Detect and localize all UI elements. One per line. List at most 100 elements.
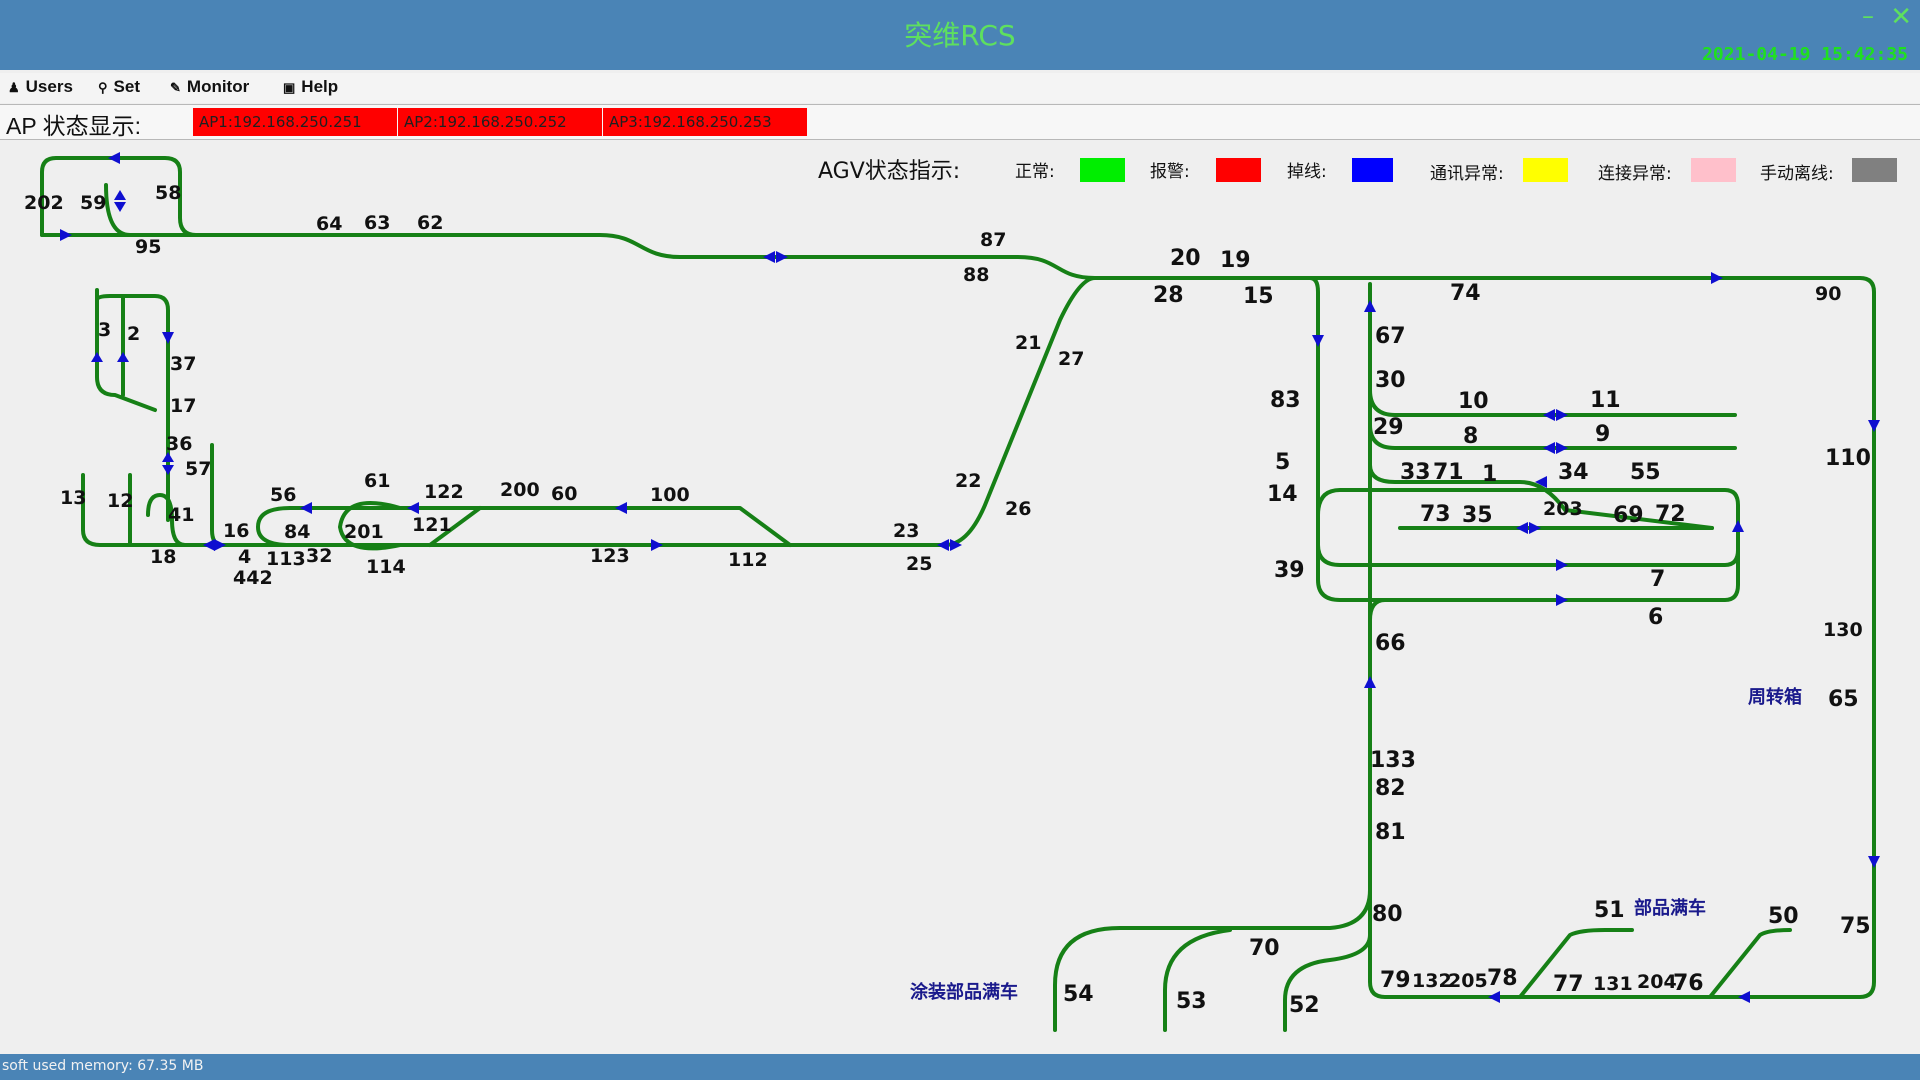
node-label: 4: [238, 546, 251, 568]
node-label: 10: [1458, 389, 1489, 414]
node-label: 123: [590, 545, 630, 567]
menu-set[interactable]: ⚲Set: [98, 77, 140, 97]
node-label: 55: [1630, 460, 1661, 485]
memory-usage: soft used memory: 67.35 MB: [2, 1058, 204, 1074]
node-label: 112: [728, 549, 768, 571]
node-label: 26: [1005, 498, 1031, 520]
node-label: 83: [1270, 388, 1301, 413]
legend-conn-label: 连接异常:: [1598, 164, 1672, 184]
node-label: 81: [1375, 820, 1406, 845]
legend-manual-label: 手动离线:: [1760, 164, 1834, 184]
node-label: 66: [1375, 631, 1406, 656]
node-label: 131: [1593, 973, 1633, 995]
legend-manual-swatch: [1852, 158, 1897, 182]
node-label: 69: [1613, 503, 1644, 528]
ap-status-label: AP 状态显示:: [6, 113, 142, 139]
menu-users-label: Users: [25, 77, 73, 96]
node-label: 28: [1153, 283, 1184, 308]
node-label: 17: [170, 395, 196, 417]
direction-arrows: [60, 152, 1880, 1003]
legend-title: AGV状态指示:: [818, 159, 960, 184]
ap-status-bar: AP 状态显示: AP1:192.168.250.251 AP2:192.168…: [0, 104, 1920, 140]
node-label: 72: [1655, 502, 1686, 527]
area-labels: 涂装部品满车 部品满车 周转箱: [910, 686, 1802, 1003]
title-bar: 突维RCS – ✕ 2021-04-19 15:42:35: [0, 0, 1920, 70]
menu-help[interactable]: ▣Help: [283, 77, 338, 97]
node-label: 64: [316, 213, 342, 235]
node-label: 82: [1375, 776, 1406, 801]
legend-comm-label: 通讯异常:: [1430, 164, 1504, 184]
minimize-button[interactable]: –: [1862, 2, 1874, 30]
node-label: 12: [107, 490, 133, 512]
node-label: 59: [80, 192, 106, 214]
node-label: 203: [1543, 498, 1583, 520]
node-label: 133: [1370, 748, 1416, 773]
node-labels: 202 59 58 95 64 63 62 87 88 20 19 28 15 …: [24, 182, 1871, 1018]
node-label: 22: [955, 470, 981, 492]
node-label: 74: [1450, 281, 1481, 306]
track-map: AGV状态指示: 正常: 报警: 掉线: 通讯异常: 连接异常: 手动离线:: [24, 152, 1897, 1032]
node-label: 100: [650, 484, 690, 506]
node-label: 205: [1448, 970, 1488, 992]
node-label: 65: [1828, 687, 1859, 712]
node-label: 19: [1220, 248, 1251, 273]
user-icon: ♟: [8, 80, 20, 95]
wrench-icon: ✎: [170, 80, 181, 95]
node-label: 73: [1420, 502, 1451, 527]
node-label: 95: [135, 236, 161, 258]
node-label: 200: [500, 479, 540, 501]
node-label: 50: [1768, 904, 1799, 929]
area-parts-full: 部品满车: [1634, 897, 1706, 919]
node-label: 25: [906, 553, 932, 575]
node-label: 37: [170, 353, 196, 375]
node-label: 18: [150, 546, 176, 568]
menu-help-label: Help: [301, 77, 339, 96]
node-label: 62: [417, 212, 443, 234]
menu-monitor[interactable]: ✎ Monitor: [170, 77, 249, 97]
menu-monitor-label: Monitor: [186, 77, 250, 96]
node-label: 78: [1487, 966, 1518, 991]
menu-users[interactable]: ♟ Users: [8, 77, 73, 97]
area-painting-full: 涂装部品满车: [910, 981, 1018, 1003]
node-label: 3: [98, 319, 111, 341]
node-label: 9: [1595, 422, 1610, 447]
node-label: 35: [1462, 503, 1493, 528]
ap2-status: AP2:192.168.250.252: [398, 108, 602, 136]
node-label: 87: [980, 229, 1006, 251]
node-label: 67: [1375, 324, 1406, 349]
node-label: 60: [551, 483, 577, 505]
node-label: 52: [1289, 993, 1320, 1018]
node-label: 113: [266, 548, 306, 570]
node-label: 70: [1249, 936, 1280, 961]
legend-normal-label: 正常:: [1015, 162, 1055, 182]
node-label: 13: [60, 487, 86, 509]
node-label: 76: [1673, 971, 1704, 996]
node-label: 30: [1375, 368, 1406, 393]
track-lines: [40, 156, 1876, 1032]
node-label: 34: [1558, 460, 1589, 485]
node-label: 75: [1840, 914, 1871, 939]
legend-comm-swatch: [1523, 158, 1568, 182]
legend-conn-swatch: [1691, 158, 1736, 182]
node-label: 204: [1637, 971, 1677, 993]
node-label: 57: [185, 458, 211, 480]
node-label: 88: [963, 264, 989, 286]
node-label: 58: [155, 182, 181, 204]
ap3-status: AP3:192.168.250.253: [603, 108, 807, 136]
node-label: 71: [1433, 460, 1464, 485]
node-label: 63: [364, 212, 390, 234]
node-label: 132: [1412, 970, 1452, 992]
area-turnover-box: 周转箱: [1748, 686, 1802, 708]
close-button[interactable]: ✕: [1890, 2, 1912, 32]
node-label: 8: [1463, 424, 1478, 449]
node-label: 122: [424, 481, 464, 503]
node-label: 27: [1058, 348, 1084, 370]
node-label: 61: [364, 470, 390, 492]
app-title: 突维RCS: [904, 19, 1016, 52]
node-label: 110: [1825, 446, 1871, 471]
node-label: 21: [1015, 332, 1041, 354]
legend-offline-label: 掉线:: [1287, 162, 1327, 182]
node-label: 15: [1243, 284, 1274, 309]
legend-alarm-swatch: [1216, 158, 1261, 182]
node-label: 442: [233, 567, 273, 589]
